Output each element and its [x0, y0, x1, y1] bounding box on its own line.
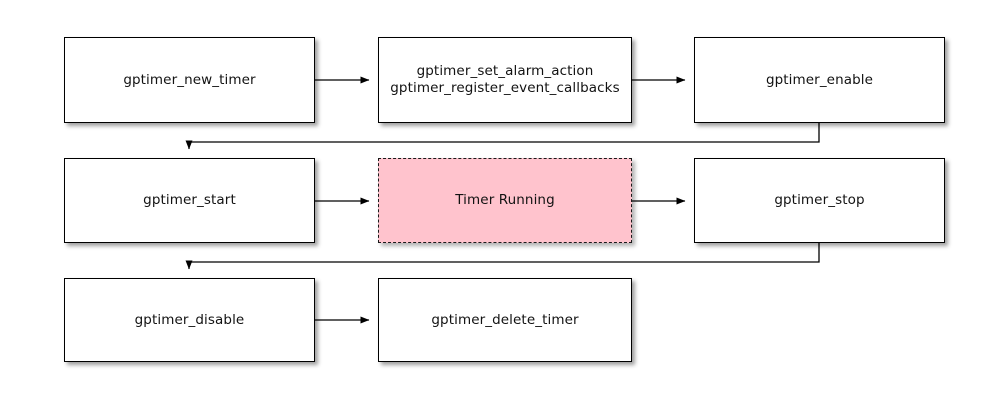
- node-gptimer-delete-timer[interactable]: gptimer_delete_timer: [378, 278, 632, 362]
- node-label: gptimer_enable: [765, 71, 874, 88]
- edge-stop-to-disable: [185, 243, 820, 270]
- node-label: Timer Running: [455, 192, 555, 208]
- edge-enable-to-start: [185, 123, 820, 150]
- node-label: gptimer_stop: [774, 192, 865, 208]
- node-label: gptimer_set_alarm_action gptimer_registe…: [390, 63, 620, 96]
- node-gptimer-set-alarm-action[interactable]: gptimer_set_alarm_action gptimer_registe…: [378, 37, 632, 123]
- node-label: gptimer_disable: [134, 311, 245, 328]
- node-gptimer-new-timer[interactable]: gptimer_new_timer: [64, 37, 315, 123]
- node-label: gptimer_delete_timer: [431, 311, 579, 328]
- node-label: gptimer_start: [143, 192, 236, 208]
- node-gptimer-stop[interactable]: gptimer_stop: [694, 158, 945, 243]
- node-gptimer-disable[interactable]: gptimer_disable: [64, 278, 315, 362]
- node-gptimer-start[interactable]: gptimer_start: [64, 158, 315, 243]
- node-label: gptimer_new_timer: [123, 71, 256, 88]
- node-gptimer-enable[interactable]: gptimer_enable: [694, 37, 945, 123]
- node-timer-running-state[interactable]: Timer Running: [378, 158, 632, 243]
